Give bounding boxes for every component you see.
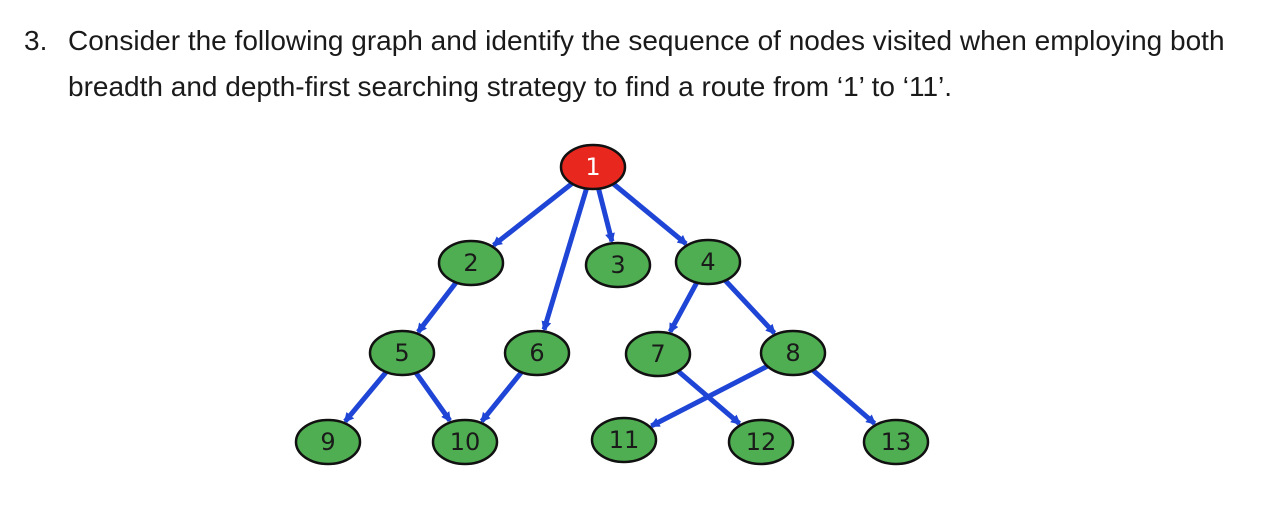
node-label-6: 6 bbox=[529, 339, 544, 367]
node-circle-8 bbox=[759, 329, 827, 377]
node-circle-7 bbox=[624, 330, 692, 378]
node-circle-10 bbox=[431, 418, 499, 466]
question-block: 3. Consider the following graph and iden… bbox=[24, 18, 1254, 110]
node-label-11: 11 bbox=[609, 426, 640, 454]
node-label-12: 12 bbox=[746, 428, 777, 456]
node-circle-5 bbox=[368, 329, 436, 377]
node-5: 5 bbox=[368, 329, 436, 377]
node-circle-6 bbox=[503, 329, 571, 377]
node-circle-2 bbox=[437, 239, 505, 287]
node-6: 6 bbox=[503, 329, 571, 377]
edge-4-7 bbox=[667, 281, 699, 334]
node-label-10: 10 bbox=[450, 428, 481, 456]
node-13: 13 bbox=[862, 418, 930, 466]
node-10: 10 bbox=[431, 418, 499, 466]
node-label-4: 4 bbox=[700, 248, 715, 276]
node-label-3: 3 bbox=[610, 251, 625, 279]
node-3: 3 bbox=[584, 241, 652, 289]
node-circle-9 bbox=[294, 418, 362, 466]
edge-2-5 bbox=[416, 280, 459, 334]
node-label-9: 9 bbox=[320, 428, 335, 456]
node-circle-13 bbox=[862, 418, 930, 466]
edges-layer bbox=[343, 181, 877, 429]
node-circle-4 bbox=[674, 238, 742, 286]
edge-1-6 bbox=[541, 187, 589, 332]
edge-5-9 bbox=[343, 370, 389, 423]
edge-4-8 bbox=[723, 278, 777, 335]
edge-5-10 bbox=[413, 371, 452, 423]
node-label-1: 1 bbox=[585, 153, 600, 181]
node-7: 7 bbox=[624, 330, 692, 378]
question-text: Consider the following graph and identif… bbox=[68, 25, 1225, 102]
edge-8-11 bbox=[649, 363, 769, 429]
node-9: 9 bbox=[294, 418, 362, 466]
edge-1-4 bbox=[611, 181, 688, 246]
node-label-2: 2 bbox=[463, 249, 478, 277]
question-number: 3. bbox=[24, 25, 48, 56]
edge-8-13 bbox=[811, 368, 877, 426]
node-circle-3 bbox=[584, 241, 652, 289]
node-circle-12 bbox=[727, 418, 795, 466]
node-8: 8 bbox=[759, 329, 827, 377]
node-label-8: 8 bbox=[785, 339, 800, 367]
node-11: 11 bbox=[590, 416, 658, 464]
edge-6-10 bbox=[479, 370, 524, 423]
node-circle-11 bbox=[590, 416, 658, 464]
edge-1-2 bbox=[492, 181, 574, 248]
node-1: 1 bbox=[559, 143, 627, 191]
node-2: 2 bbox=[437, 239, 505, 287]
node-circle-1 bbox=[559, 143, 627, 191]
node-12: 12 bbox=[727, 418, 795, 466]
node-label-7: 7 bbox=[650, 340, 665, 368]
node-4: 4 bbox=[674, 238, 742, 286]
node-label-13: 13 bbox=[881, 428, 912, 456]
edge-1-3 bbox=[596, 188, 615, 244]
node-label-5: 5 bbox=[394, 339, 409, 367]
